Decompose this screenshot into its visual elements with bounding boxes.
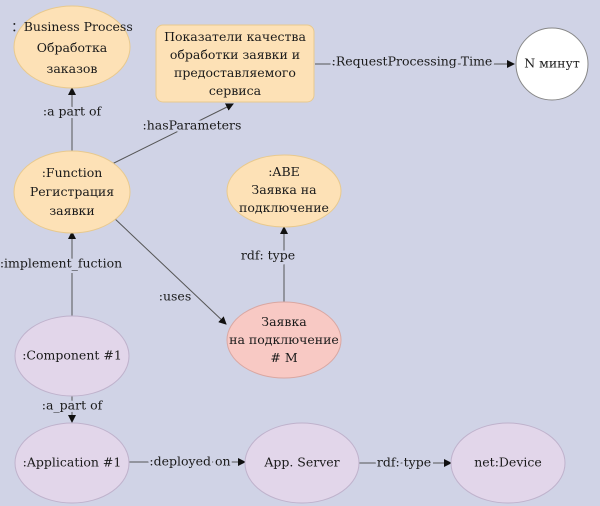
node-component: :Component #1 bbox=[14, 315, 130, 397]
node-text: подключение bbox=[239, 200, 329, 215]
edge-label-request-processing-time: :RequestProcessing Time bbox=[332, 54, 493, 69]
edge-label-uses: :uses bbox=[159, 289, 192, 304]
node-abe: :ABE Заявка на подключение bbox=[226, 154, 342, 228]
node-text: :Component #1 bbox=[22, 348, 122, 363]
node-text: :ABE bbox=[268, 164, 300, 179]
node-text: App. Server bbox=[263, 455, 339, 470]
node-net-device: net:Device bbox=[450, 422, 566, 504]
edge-label-deployed-on: :deployed on bbox=[149, 454, 230, 469]
node-text: Регистрация bbox=[30, 184, 114, 199]
node-request-m: Заявка на подключение # M bbox=[226, 301, 342, 379]
node-text: N минут bbox=[524, 56, 580, 71]
node-text: обработки заявки и bbox=[170, 47, 300, 62]
node-text: на подключение bbox=[229, 332, 339, 347]
edge-has-parameters bbox=[111, 103, 234, 165]
node-text: заказов bbox=[47, 61, 98, 76]
node-text: Заявка bbox=[261, 314, 307, 329]
node-text: :Function bbox=[42, 165, 103, 180]
edge-label-rdf-type-device: rdf: type bbox=[377, 455, 431, 470]
edge-label-has-parameters: :hasParameters bbox=[143, 118, 242, 133]
node-text: # M bbox=[270, 350, 297, 365]
edge-label-a-part-of-top: :a part of bbox=[43, 104, 103, 119]
edge-label-a-part-of-bottom: :a_part of bbox=[42, 398, 104, 413]
node-text: net:Device bbox=[474, 455, 542, 470]
node-text: предоставляемого bbox=[174, 65, 296, 80]
node-quality-parameters: Показатели качества обработки заявки и пре… bbox=[155, 24, 315, 103]
node-application: :Application #1 bbox=[14, 422, 130, 504]
node-text: сервиса bbox=[209, 83, 262, 98]
node-text: Заявка на bbox=[251, 182, 317, 197]
node-text: Обработка bbox=[37, 40, 108, 55]
edge-label-rdf-type-abe: rdf: type bbox=[241, 248, 295, 263]
node-app-server: App. Server bbox=[244, 422, 360, 504]
edge-uses bbox=[112, 216, 227, 325]
edge-label-implement-function: :implement_fuction bbox=[0, 256, 122, 271]
node-text: :Application #1 bbox=[23, 455, 122, 470]
node-text: заявки bbox=[49, 203, 94, 218]
node-text: Показатели качества bbox=[164, 29, 306, 44]
node-text: ：Business Process bbox=[11, 19, 133, 34]
node-n-minutes: N минут bbox=[515, 27, 589, 101]
